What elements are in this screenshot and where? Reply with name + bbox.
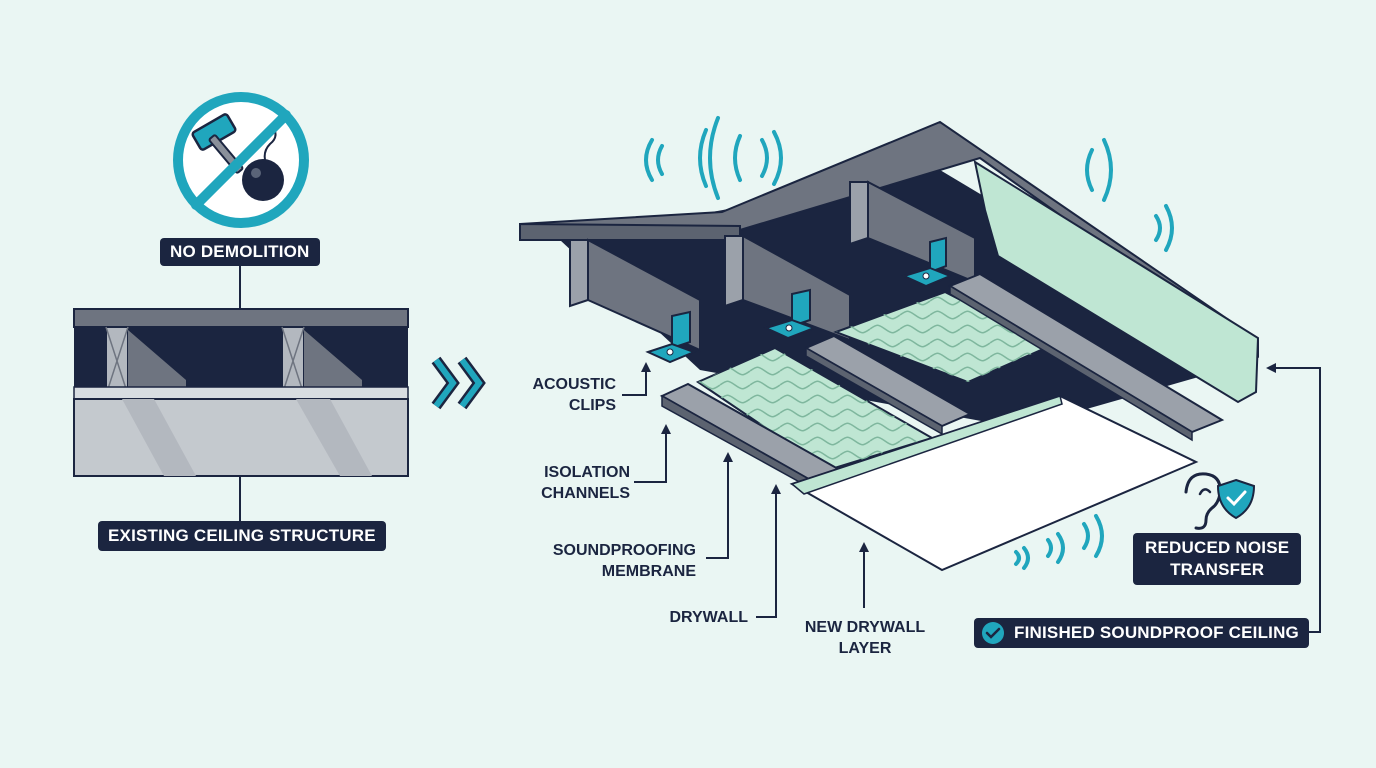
drywall-label: DRYWALL	[640, 607, 748, 628]
existing-ceiling-label: EXISTING CEILING STRUCTURE	[108, 526, 376, 545]
leader-isolation-channels	[634, 430, 667, 483]
finished-ceiling-badge: FINISHED SOUNDPROOF CEILING	[974, 618, 1309, 648]
isolation-channels-line-2: CHANNELS	[541, 485, 630, 502]
membrane-texture	[698, 348, 932, 470]
leader-drywall	[756, 490, 777, 618]
soundproofing-membrane-line-1: SOUNDPROOFING	[552, 542, 696, 559]
slab-edge	[519, 222, 741, 241]
acoustic-clips-label: ACOUSTIC CLIPS	[502, 374, 616, 416]
drywall-line: DRYWALL	[669, 609, 748, 626]
joist-shadow	[304, 330, 362, 395]
sound-wave-icon	[644, 116, 1174, 570]
no-demolition-badge: NO DEMOLITION	[160, 238, 320, 266]
joist-cross	[105, 326, 129, 396]
wrecking-ball-icon	[242, 125, 284, 201]
shield-check-icon	[1216, 478, 1256, 520]
isolation-channels-line-1: ISOLATION	[544, 464, 630, 481]
leader-lines	[622, 367, 1321, 633]
leader-acoustic-clips	[622, 368, 647, 396]
isolation-channel	[803, 334, 973, 436]
reduced-noise-badge: REDUCED NOISE TRANSFER	[1133, 533, 1302, 585]
acoustic-clip	[645, 310, 697, 364]
leader-finished-ceiling	[1272, 367, 1321, 633]
soundproofing-membrane-line-2: MEMBRANE	[601, 563, 696, 580]
leader-soundproofing-membrane	[706, 458, 729, 559]
joist-shadow	[128, 330, 186, 395]
new-drywall-layer-line-2: LAYER	[838, 640, 892, 657]
existing-drywall	[973, 159, 1260, 404]
finished-ceiling-label: FINISHED SOUNDPROOF CEILING	[1014, 623, 1299, 642]
no-demolition-label: NO DEMOLITION	[170, 242, 310, 261]
board-shade	[122, 399, 196, 476]
existing-ceiling-section	[73, 266, 409, 522]
existing-ceiling-badge: EXISTING CEILING STRUCTURE	[98, 521, 386, 551]
isolation-channels-label: ISOLATION CHANNELS	[500, 462, 630, 504]
soundproofing-membrane-label: SOUNDPROOFING MEMBRANE	[520, 540, 696, 582]
acoustic-clips-line-1: ACOUSTIC	[532, 376, 616, 393]
ear-icon	[1184, 472, 1222, 530]
arrow-right-icon	[431, 356, 486, 410]
new-drywall-layer-label: NEW DRYWALL LAYER	[786, 617, 944, 659]
membrane-texture	[836, 292, 1050, 382]
board-shade	[296, 399, 372, 476]
leader-arrowheads	[641, 362, 1276, 552]
new-drywall-edge	[790, 395, 1063, 495]
check-circle-icon	[982, 622, 1004, 644]
reduced-noise-line-2: TRANSFER	[1170, 560, 1265, 579]
no-demolition-icon	[173, 92, 309, 228]
ceiling-board-edge	[73, 386, 409, 400]
top-slab	[73, 308, 409, 328]
joist	[724, 234, 851, 342]
soundproof-assembly	[519, 120, 1260, 572]
acoustic-clip	[763, 288, 817, 340]
joist-cross	[281, 326, 305, 396]
isolation-channel	[947, 272, 1225, 442]
new-drywall-layer-line-1: NEW DRYWALL	[804, 619, 926, 636]
acoustic-clip	[901, 236, 953, 288]
reduced-noise-line-1: REDUCED NOISE	[1145, 538, 1290, 557]
acoustic-clips-line-2: CLIPS	[568, 397, 616, 414]
